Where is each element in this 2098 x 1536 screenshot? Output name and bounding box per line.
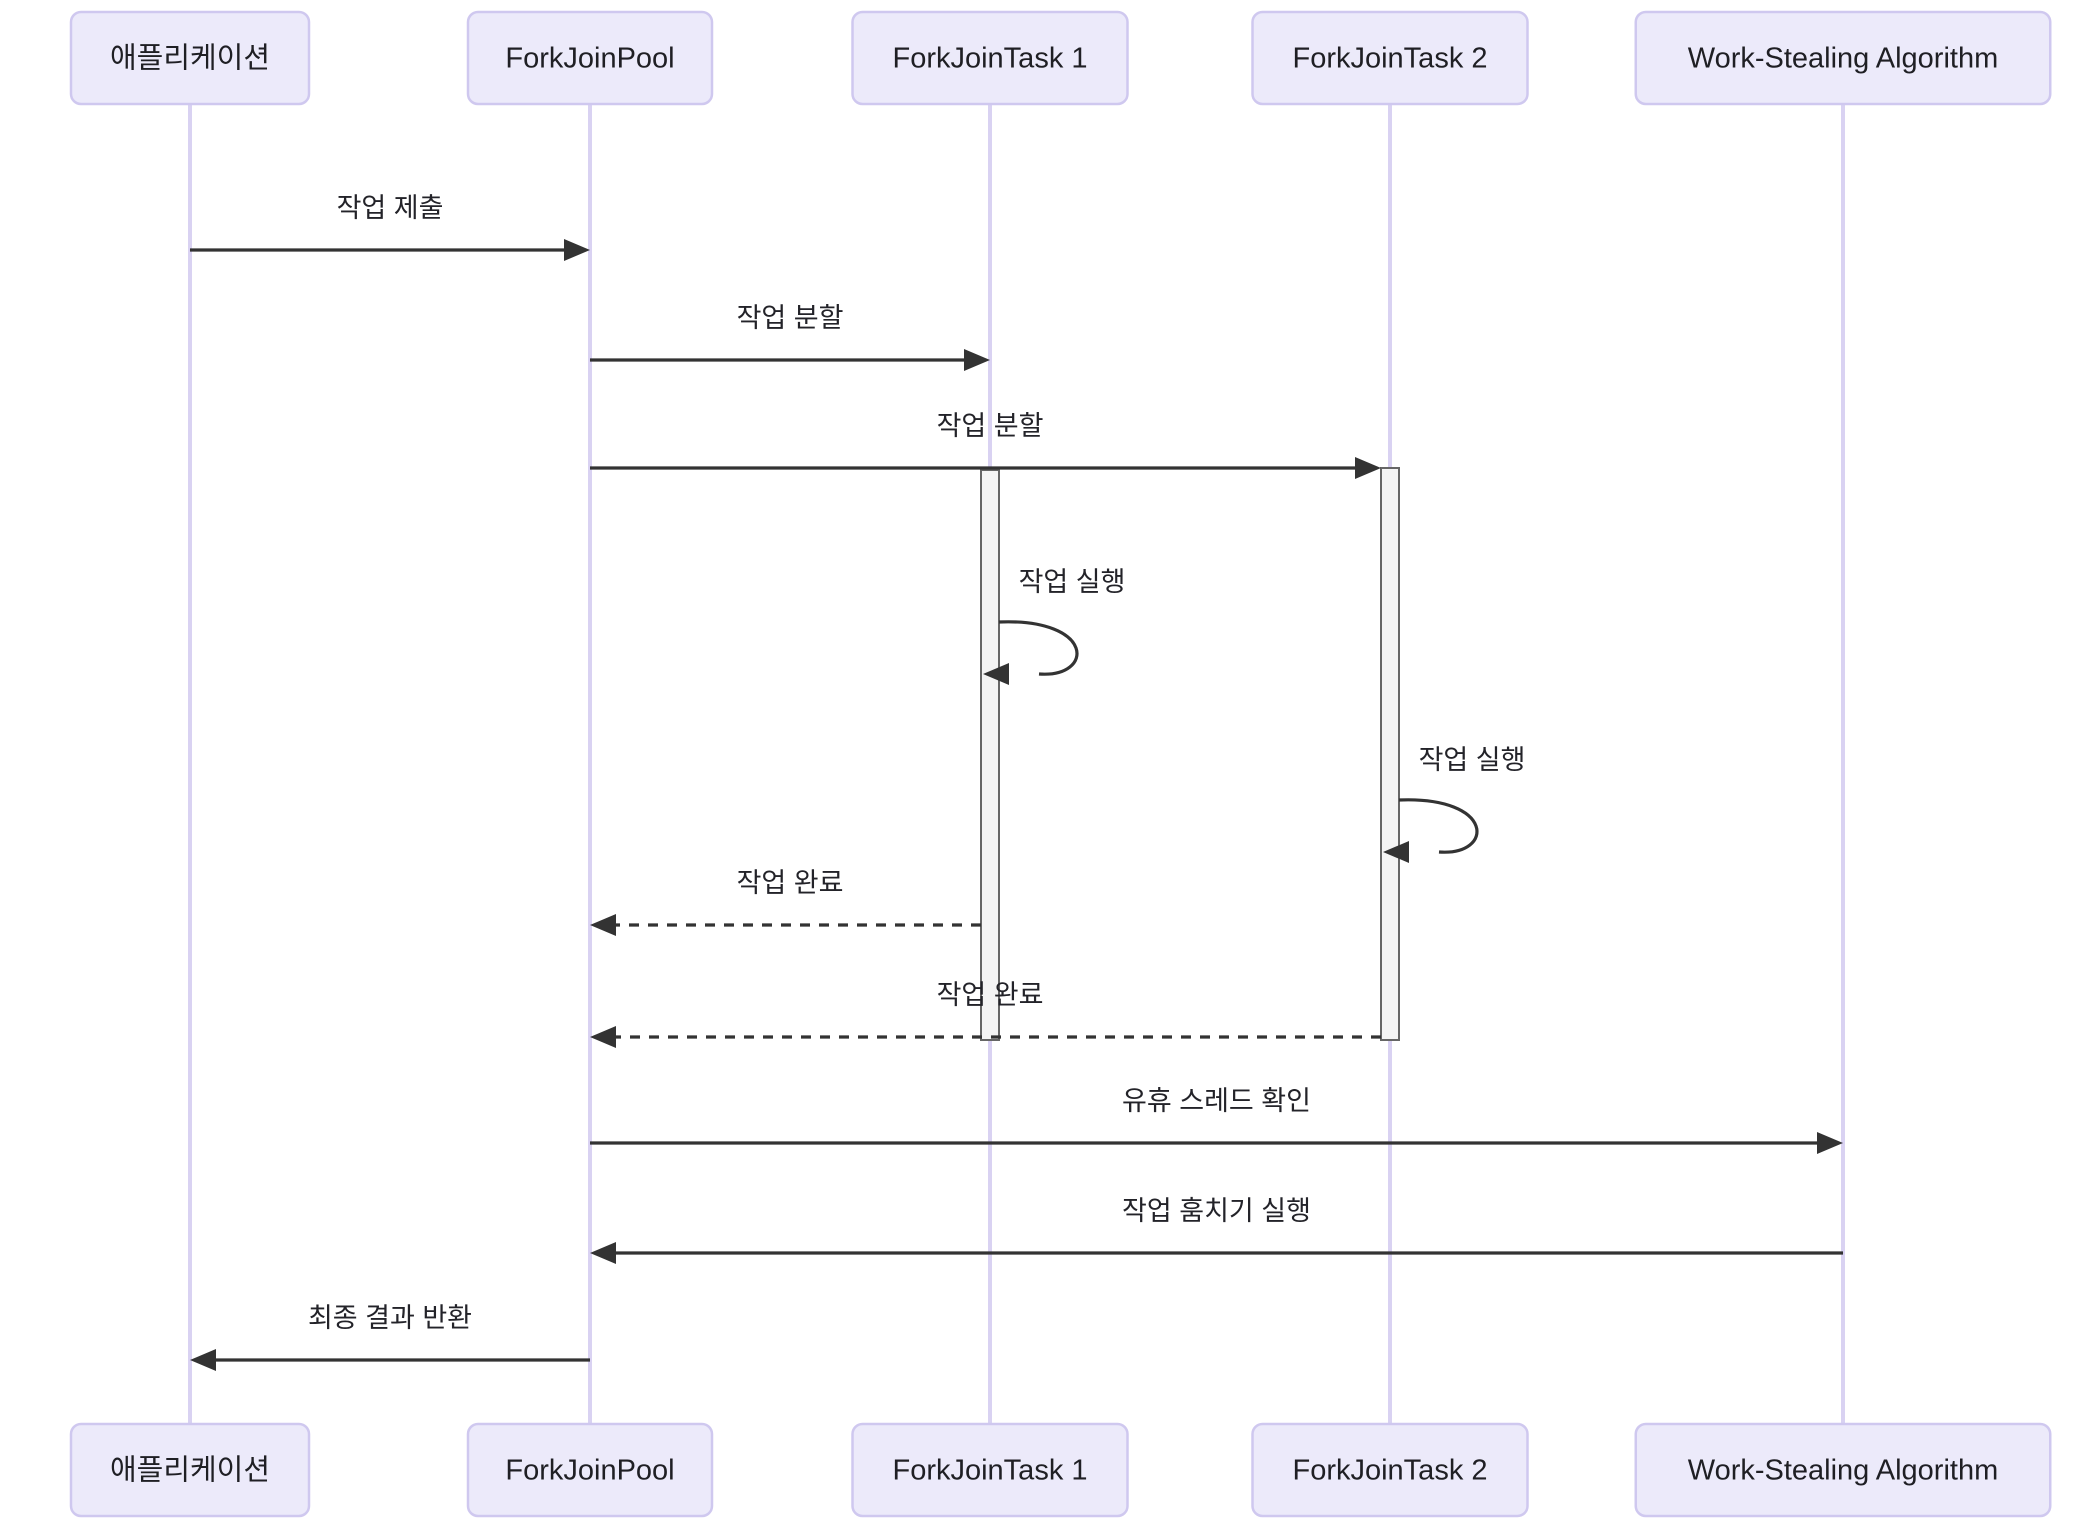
participant-box-wsa[interactable] xyxy=(1634,10,2052,106)
message-1-label: 작업 분할 xyxy=(737,303,844,333)
message-3-label: 작업 실행 xyxy=(1019,567,1126,597)
participant-app-bottom[interactable]: 애플리케이션 xyxy=(69,1422,311,1518)
message-7-arrowhead xyxy=(1817,1132,1843,1154)
lifelines-layer xyxy=(188,104,1845,1424)
participant-label-pool: ForkJoinPool xyxy=(505,1455,674,1487)
activation-bar-t1 xyxy=(980,469,1000,1041)
message-6-arrowhead xyxy=(590,1026,616,1048)
message-9-arrowhead xyxy=(190,1349,216,1371)
participant-t2-bottom[interactable]: ForkJoinTask 2 xyxy=(1251,1422,1529,1518)
message-8-arrowhead xyxy=(590,1242,616,1264)
activation-bars-layer xyxy=(980,467,1400,1041)
participant-label-wsa: Work-Stealing Algorithm xyxy=(1688,43,1999,75)
participant-box-pool[interactable] xyxy=(466,1422,714,1518)
participant-box-wsa[interactable] xyxy=(1634,1422,2052,1518)
message-4-arrowhead xyxy=(1383,841,1409,863)
participant-box-t1[interactable] xyxy=(851,10,1129,106)
participant-label-pool: ForkJoinPool xyxy=(505,43,674,75)
participant-label-app: 애플리케이션 xyxy=(110,1455,270,1487)
message-5-arrowhead xyxy=(590,914,616,936)
participants-top-layer: 애플리케이션 ForkJoinPool ForkJoinTask 1 ForkJoin… xyxy=(69,10,2052,106)
message-3-selfloop xyxy=(998,620,1079,676)
participant-box-t2[interactable] xyxy=(1251,10,1529,106)
participant-wsa-top[interactable]: Work-Stealing Algorithm xyxy=(1634,10,2052,106)
activation-bar-t2 xyxy=(1380,467,1400,1041)
message-9-label: 최종 결과 반환 xyxy=(308,1303,472,1333)
message-7-label: 유휴 스레드 확인 xyxy=(1122,1086,1311,1116)
message-8-label: 작업 훔치기 실행 xyxy=(1122,1196,1311,1226)
participant-wsa-bottom[interactable]: Work-Stealing Algorithm xyxy=(1634,1422,2052,1518)
participant-t1-top[interactable]: ForkJoinTask 1 xyxy=(851,10,1129,106)
participant-box-app[interactable] xyxy=(69,1422,311,1518)
participant-label-t2: ForkJoinTask 2 xyxy=(1292,1455,1487,1487)
message-3-arrowhead xyxy=(983,663,1009,685)
messages-layer xyxy=(190,239,1843,1371)
message-4-selfloop xyxy=(1398,798,1479,854)
message-0-label: 작업 제출 xyxy=(337,193,444,223)
participants-bottom-layer: 애플리케이션 ForkJoinPool ForkJoinTask 1 ForkJoin… xyxy=(69,1422,2052,1518)
message-4-label: 작업 실행 xyxy=(1419,745,1526,775)
participant-box-t2[interactable] xyxy=(1251,1422,1529,1518)
participant-t1-bottom[interactable]: ForkJoinTask 1 xyxy=(851,1422,1129,1518)
participant-box-pool[interactable] xyxy=(466,10,714,106)
message-0-arrowhead xyxy=(564,239,590,261)
participant-label-t1: ForkJoinTask 1 xyxy=(892,43,1087,75)
participant-label-app: 애플리케이션 xyxy=(110,43,270,75)
participant-t2-top[interactable]: ForkJoinTask 2 xyxy=(1251,10,1529,106)
message-1-arrowhead xyxy=(964,349,990,371)
message-2-label: 작업 분할 xyxy=(937,411,1044,441)
message-6-label: 작업 완료 xyxy=(937,980,1044,1010)
message-5-label: 작업 완료 xyxy=(737,868,844,898)
participant-label-t1: ForkJoinTask 1 xyxy=(892,1455,1087,1487)
participant-box-app[interactable] xyxy=(69,10,311,106)
participant-label-t2: ForkJoinTask 2 xyxy=(1292,43,1487,75)
participant-pool-bottom[interactable]: ForkJoinPool xyxy=(466,1422,714,1518)
participant-app-top[interactable]: 애플리케이션 xyxy=(69,10,311,106)
participant-pool-top[interactable]: ForkJoinPool xyxy=(466,10,714,106)
participant-box-t1[interactable] xyxy=(851,1422,1129,1518)
participant-label-wsa: Work-Stealing Algorithm xyxy=(1688,1455,1999,1487)
message-2-arrowhead xyxy=(1355,457,1381,479)
